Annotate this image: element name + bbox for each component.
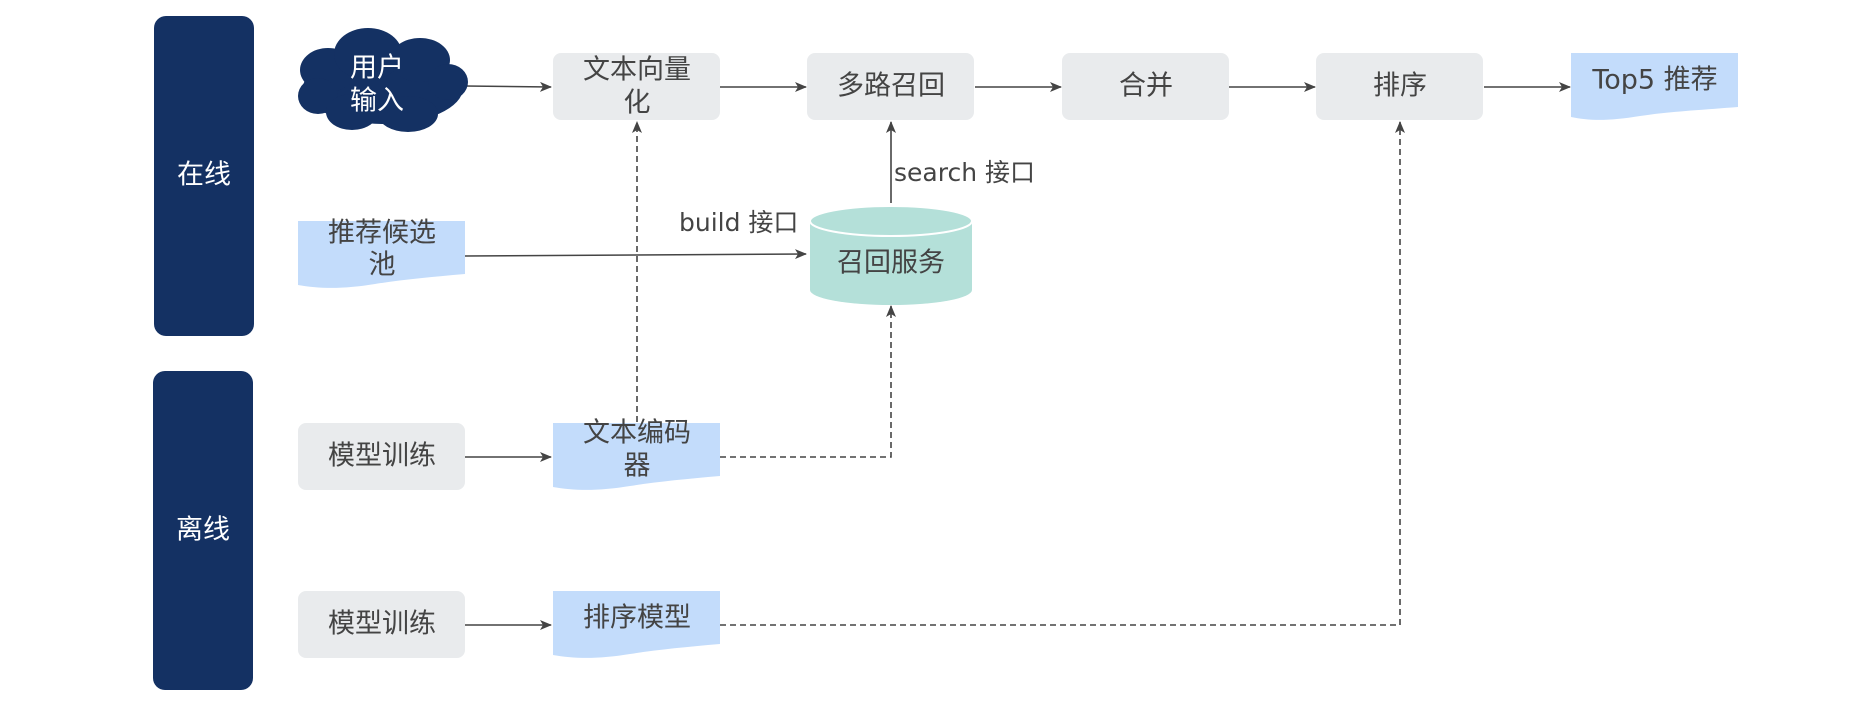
multi-recall-node: 多路召回 bbox=[807, 53, 974, 120]
text-encoder-line-1: 文本编码 bbox=[583, 418, 691, 449]
edge-pool-to-service bbox=[464, 249, 807, 260]
user-input-line-1: 用户 bbox=[350, 53, 404, 84]
model-train-node-2: 模型训练 bbox=[298, 591, 465, 658]
text-encoder-line-2: 器 bbox=[624, 451, 651, 482]
rank-node: 排序 bbox=[1316, 53, 1483, 120]
edge-input-to-vectorize bbox=[464, 81, 552, 92]
multi-recall-label: 多路召回 bbox=[837, 71, 945, 102]
merge-node: 合并 bbox=[1062, 53, 1229, 120]
edge-encoder-to-service bbox=[720, 305, 896, 458]
lane-offline-label: 离线 bbox=[176, 515, 230, 546]
rank-label: 排序 bbox=[1373, 71, 1427, 102]
edge-rankmodel-to-rank bbox=[720, 121, 1405, 626]
lane-offline: 离线 bbox=[153, 371, 253, 690]
lane-online: 在线 bbox=[154, 16, 254, 336]
rank-model-node: 排序模型 bbox=[553, 591, 720, 658]
recall-service-label: 召回服务 bbox=[837, 248, 945, 279]
model-train-2-label: 模型训练 bbox=[328, 609, 436, 640]
candidate-pool-line-1: 推荐候选 bbox=[328, 218, 436, 249]
build-edge-label: build 接口 bbox=[679, 208, 798, 237]
top5-label: Top5 推荐 bbox=[1591, 65, 1717, 96]
text-vectorize-node: 文本向量 化 bbox=[553, 53, 720, 120]
recall-service-node: 召回服务 bbox=[809, 205, 973, 305]
model-train-node-1: 模型训练 bbox=[298, 423, 465, 490]
merge-label: 合并 bbox=[1119, 71, 1173, 102]
candidate-pool-line-2: 池 bbox=[369, 250, 396, 281]
lane-online-label: 在线 bbox=[177, 160, 231, 191]
text-encoder-node: 文本编码 器 bbox=[553, 418, 720, 490]
text-vectorize-line-2: 化 bbox=[624, 88, 651, 119]
top5-node: Top5 推荐 bbox=[1571, 53, 1738, 120]
edges bbox=[464, 81, 1571, 630]
model-train-1-label: 模型训练 bbox=[328, 441, 436, 472]
candidate-pool-node: 推荐候选 池 bbox=[298, 218, 465, 288]
user-input-line-2: 输入 bbox=[350, 86, 404, 117]
user-input-node: 用户 输入 bbox=[298, 28, 468, 132]
text-vectorize-line-1: 文本向量 bbox=[583, 55, 691, 86]
search-edge-label: search 接口 bbox=[894, 158, 1035, 187]
rank-model-label: 排序模型 bbox=[583, 603, 691, 634]
